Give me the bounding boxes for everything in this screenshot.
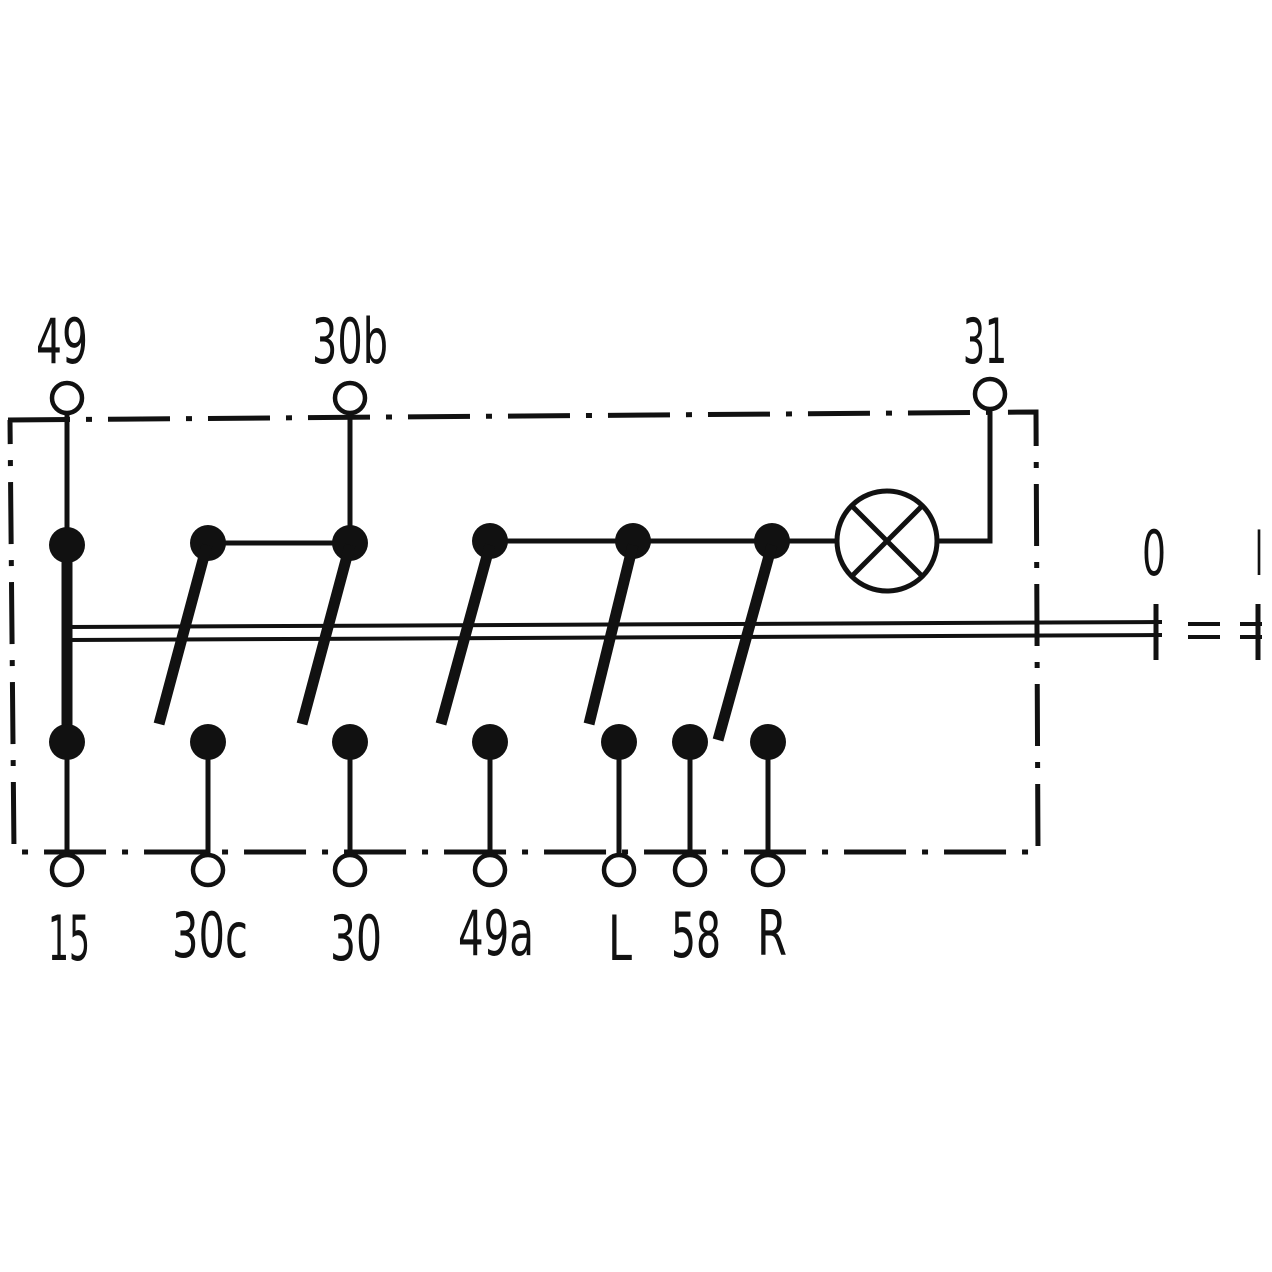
terminal-label-R: R bbox=[757, 897, 787, 970]
terminal-label-30: 30 bbox=[330, 902, 382, 975]
terminal-label-30c: 30c bbox=[172, 899, 248, 972]
terminal-label-31: 31 bbox=[963, 305, 1007, 378]
terminal-30b bbox=[332, 380, 368, 416]
terminal-label-49: 49 bbox=[36, 305, 88, 378]
terminal-label-L: L bbox=[608, 902, 632, 975]
housing-frame bbox=[7, 409, 1041, 855]
terminal-58 bbox=[672, 852, 708, 888]
position-label-1: I bbox=[1255, 517, 1263, 590]
indicator-lamp-icon bbox=[834, 488, 940, 594]
terminal-30 bbox=[332, 852, 368, 888]
terminal-label-30b: 30b bbox=[312, 305, 388, 378]
terminal-49 bbox=[49, 380, 85, 416]
top-terminals: 49 30b 31 bbox=[36, 305, 1008, 416]
position-label-0: 0 bbox=[1142, 517, 1166, 590]
terminal-R bbox=[750, 852, 786, 888]
terminal-L bbox=[601, 852, 637, 888]
terminal-label-58: 58 bbox=[671, 899, 721, 972]
switch-blades bbox=[153, 543, 778, 742]
terminal-label-15: 15 bbox=[48, 902, 90, 975]
terminal-15 bbox=[49, 852, 85, 888]
actuator-shaft bbox=[67, 604, 1262, 660]
lower-contacts bbox=[190, 724, 786, 858]
terminal-label-49a: 49a bbox=[458, 897, 534, 970]
terminal-49a bbox=[472, 852, 508, 888]
terminal-30c bbox=[190, 852, 226, 888]
upper-contacts bbox=[190, 523, 790, 561]
terminal-31 bbox=[972, 376, 1008, 412]
switch-position-labels: 0 I bbox=[1142, 517, 1263, 590]
bottom-terminals: 15 30c 30 49a L 58 R bbox=[48, 852, 787, 975]
common-bar bbox=[49, 405, 85, 858]
